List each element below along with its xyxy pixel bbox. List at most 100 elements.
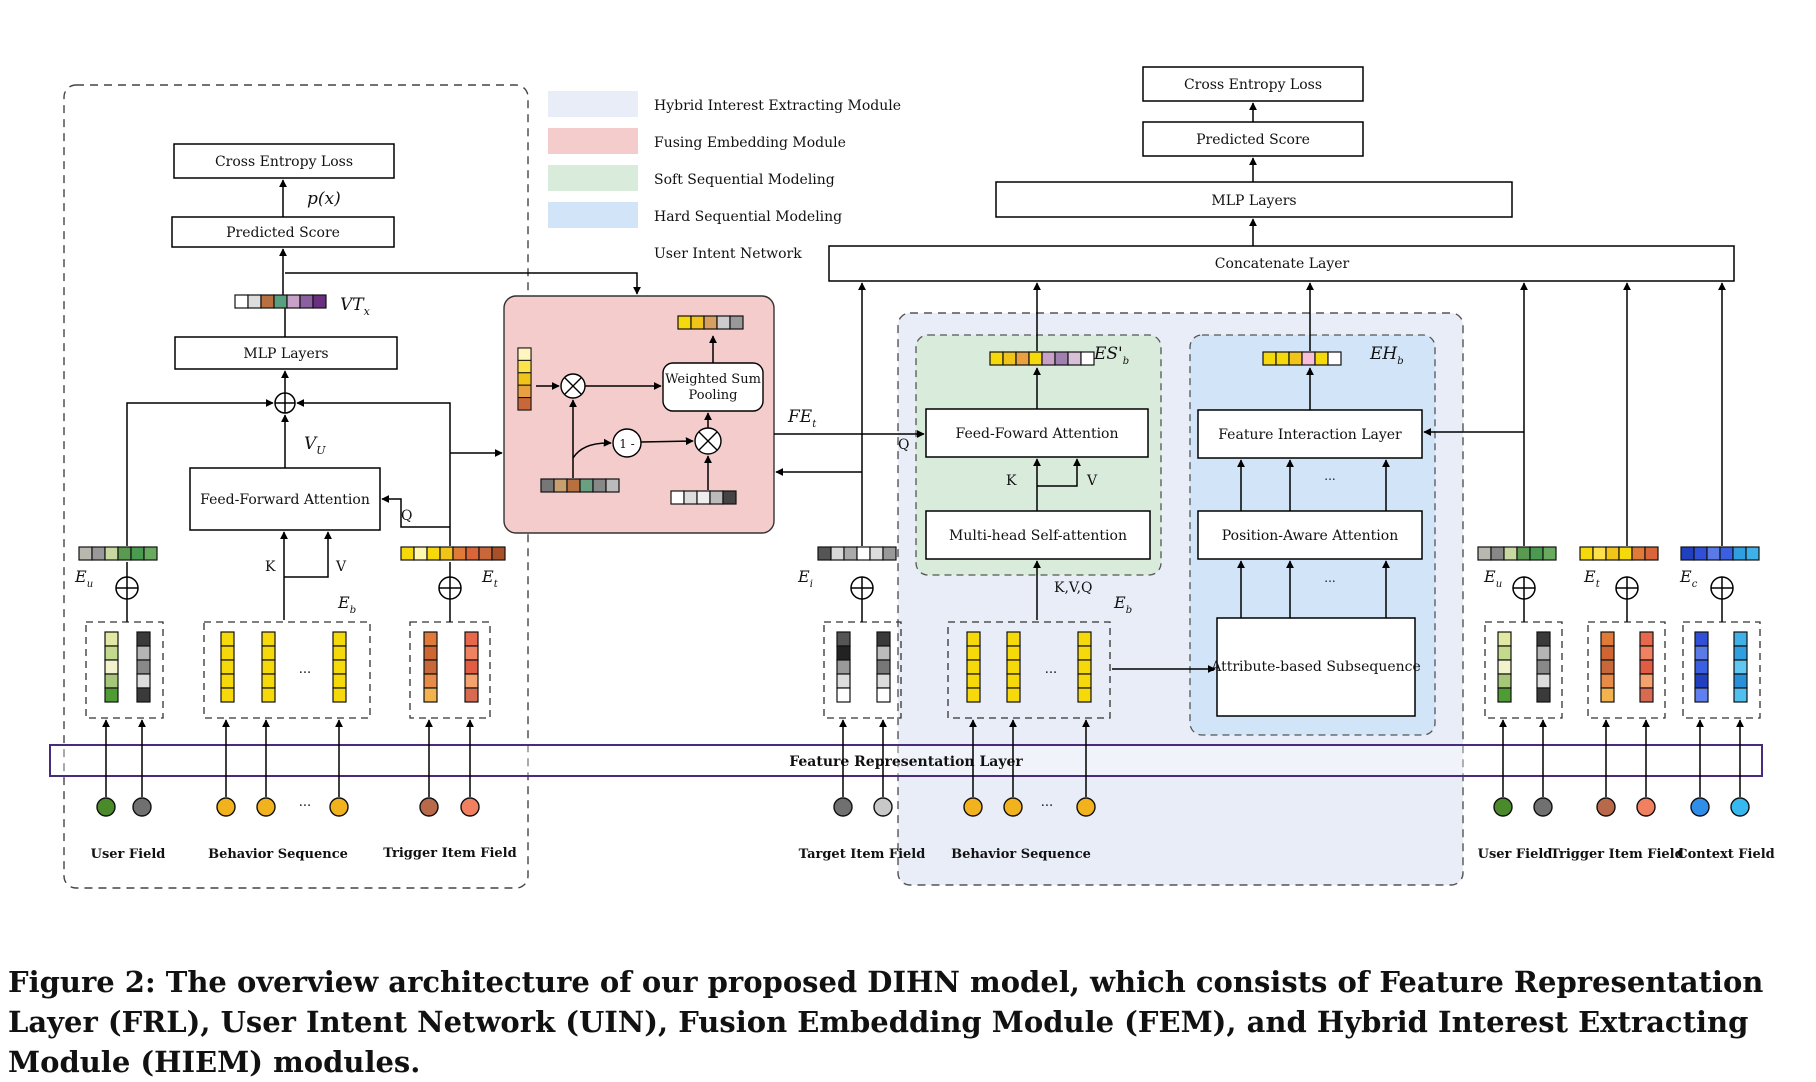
right-user-vector-1-cell [1497,645,1512,661]
right-target-feature-1 [833,797,853,817]
legend-label-uin: User Intent Network [654,246,802,262]
right-eu-label: Eu [1483,567,1502,590]
right-user-feature-1 [1493,797,1513,817]
vt-label: VTx [340,295,371,318]
right-predicted-score-label: Predicted Score [1196,132,1310,148]
left-trigger-vector-1-cell [423,673,438,689]
right-behavior-vector-2-cell [1006,645,1021,661]
abs-label: Attribute-based Subsequence [1210,659,1421,675]
es-embedding-cell [1054,351,1069,366]
legend: Hybrid Interest Extracting Module Fusing… [548,91,901,262]
left-mlp-label: MLP Layers [243,346,328,362]
vt-embedding-cell [299,294,314,309]
right-field-user: User Field [1478,847,1553,862]
right-trigger-vector-2-cell [1639,645,1654,661]
right-trigger-vector-1-cell [1600,631,1615,647]
right-target-vector-2-cell [876,659,891,675]
fem-seq-embedding-cell [592,478,607,493]
fem-seq-embedding-cell [553,478,568,493]
right-behavior-vector-1-cell [966,687,981,703]
right-eu-embedding-cell [1516,546,1531,561]
legend-label-fem: Fusing Embedding Module [654,135,846,151]
left-et-to-ffa-q-arrow [381,495,450,528]
one-minus-circle [612,428,642,458]
paa-label: Position-Aware Attention [1222,528,1398,544]
right-ei-embedding-cell [817,546,832,561]
fusing-embedding-module [503,295,775,534]
concat-box [828,245,1735,282]
left-et-embedding-cell [452,546,467,561]
left-user-vector-1-cell [104,645,119,661]
right-eu-add-plus [1513,577,1535,599]
right-ei-embedding-cell [843,546,858,561]
eh-embedding-cell [1314,351,1329,366]
right-ec-embedding-cell [1693,546,1708,561]
fem-gate-vector-cell [517,359,532,374]
right-user-vector-1-cell [1497,659,1512,675]
left-bottom-dots: ... [299,795,311,810]
left-behavior-feature-1 [216,797,236,817]
right-ffa-label: Feed-Foward Attention [956,426,1119,442]
es-embedding-cell [1002,351,1017,366]
fem-user-embedding-cell [670,490,685,505]
left-et-embedding-cell [478,546,493,561]
right-bottom-dots: ... [1041,795,1053,810]
right-mlp-box [995,181,1513,218]
right-user-feature-2 [1533,797,1553,817]
fem-seq-embedding-cell [540,478,555,493]
fem-multiply-x-2 [698,431,718,451]
left-mlp-box [174,336,398,370]
fem-gate-vector-cell [517,372,532,386]
right-et-label: Et [1583,567,1601,590]
vt-embedding-cell [260,294,275,309]
right-behavior-vector-3-cell [1077,687,1092,703]
es-label: ES'b [1093,344,1129,367]
right-trigger-vector-2-cell [1639,659,1654,675]
right-ffa-box [925,408,1149,458]
right-behavior-vector-1-cell [966,631,981,647]
vt-to-fem-arrow [285,272,641,295]
vt-embedding-cell [286,294,301,309]
right-context-vector-2-cell [1733,659,1748,675]
eh-embedding-cell [1327,351,1342,366]
right-eu-embedding-cell [1529,546,1544,561]
es-embedding-cell [1080,351,1095,366]
right-trigger-vector-2-cell [1639,687,1654,703]
left-eu-embedding-cell [130,546,145,561]
eh-embedding-cell [1275,351,1290,366]
right-target-vector-2-cell [876,631,891,647]
left-eu-embedding-cell [117,546,132,561]
left-v-label: V [335,559,347,575]
left-predicted-score-label: Predicted Score [226,225,340,241]
right-user-vector-2-cell [1536,645,1551,661]
legend-swatch-soft [548,165,638,191]
left-et-label: Et [481,567,499,590]
mhsa-label: Multi-head Self-attention [949,528,1127,544]
right-user-vector-1-cell [1497,687,1512,703]
left-trigger-vector-2-cell [464,631,479,647]
right-behavior-vector-2-cell [1006,687,1021,703]
left-eu-embedding-cell [78,546,93,561]
left-field-behavior: Behavior Sequence [208,847,348,862]
right-trigger-vector-1-cell [1600,645,1615,661]
right-ec-embedding-cell [1745,546,1760,561]
fem-seq-embedding-cell [605,478,620,493]
right-ec-label: Ec [1679,567,1698,590]
pooling-label-line1: Weighted Sum [665,372,761,387]
fem-output-embedding-cell [703,315,718,330]
right-trigger-feature-2 [1636,797,1656,817]
right-predicted-score-box [1142,121,1364,157]
left-behavior-vector-2-cell [261,673,276,689]
right-eu-embedding-cell [1490,546,1505,561]
left-user-feature-1 [96,797,116,817]
right-et-embedding-cell [1605,546,1620,561]
left-predicted-score-box [171,216,395,248]
right-ei-add-plus [851,577,873,599]
es-embedding-cell [1067,351,1082,366]
left-trigger-vector-2-cell [464,645,479,661]
right-eu-embedding-cell [1477,546,1492,561]
right-field-target: Target Item Field [799,847,926,862]
pooling-box [662,362,764,412]
left-user-vector-1-cell [104,631,119,647]
right-k-label: K [1006,473,1017,489]
